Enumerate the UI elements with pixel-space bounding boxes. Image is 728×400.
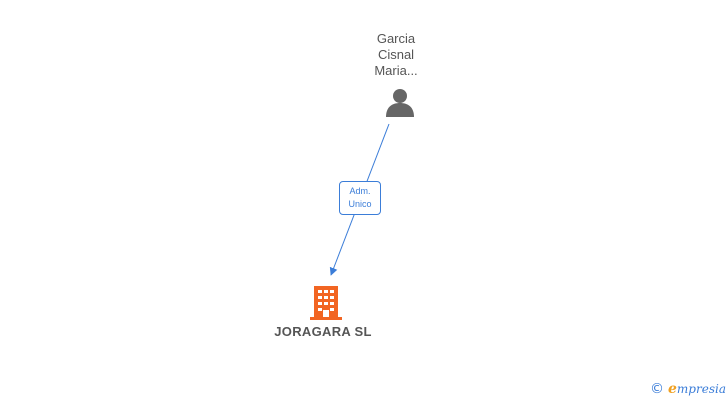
person-name-line-1: Garcia bbox=[376, 31, 416, 46]
person-name-line-3: Maria... bbox=[374, 63, 418, 78]
person-name-line-2: Cisnal bbox=[377, 47, 415, 62]
brand-initial: e bbox=[668, 381, 677, 397]
relation-label[interactable]: Adm. Unico bbox=[339, 181, 381, 215]
relation-label-line-2: Unico bbox=[348, 199, 372, 209]
brand-logo: © empresia bbox=[650, 380, 726, 398]
company-name[interactable]: JORAGARA SL bbox=[274, 324, 372, 339]
person-name[interactable]: Garcia Cisnal Maria... bbox=[356, 31, 436, 79]
relation-label-line-1: Adm. bbox=[349, 186, 371, 196]
brand-name: empresia bbox=[668, 381, 726, 397]
building-icon[interactable] bbox=[309, 285, 343, 321]
copyright-icon: © bbox=[650, 381, 664, 397]
person-icon[interactable] bbox=[384, 87, 416, 117]
brand-rest: mpresia bbox=[676, 382, 726, 396]
